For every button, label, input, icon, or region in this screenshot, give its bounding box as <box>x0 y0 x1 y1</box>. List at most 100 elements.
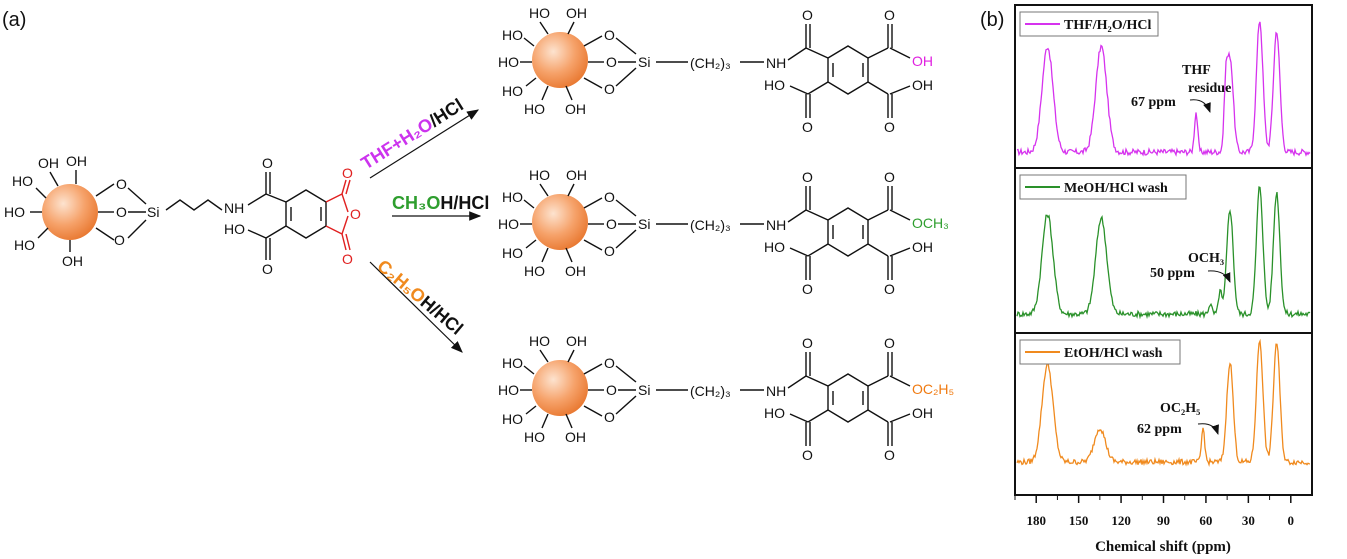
spectra <box>1016 19 1311 467</box>
x-tick-label: 180 <box>1026 513 1046 528</box>
reagent-meoh: CH₃O <box>392 193 440 213</box>
oh-label: OH <box>912 239 933 255</box>
ho-label: HO <box>224 221 245 237</box>
annotation-arrow <box>1207 270 1231 283</box>
reaction-arrows: THF+H₂O/HCl CH₃OH/HCl C₂H₅OH/HCl <box>358 95 489 353</box>
o-label: O <box>604 243 615 259</box>
oh-label: OH <box>566 167 587 183</box>
ho-label: HO <box>524 263 545 279</box>
ho-label: HO <box>764 405 785 421</box>
si-label: Si <box>638 216 650 232</box>
spectrum-line <box>1016 338 1311 467</box>
o-label: O <box>604 409 615 425</box>
o-label: O <box>604 27 615 43</box>
o-label: O <box>884 335 895 351</box>
panel-b-letter: (b) <box>980 9 1004 31</box>
propyl-chain-label: (CH₂)₃ <box>690 55 731 71</box>
legend-thf: THF/H₂O/HCl <box>1064 18 1152 33</box>
ester-group: OC₂H₅ <box>912 381 954 397</box>
ho-label: HO <box>498 54 519 70</box>
x-tick-label: 60 <box>1199 513 1212 528</box>
silica-sphere <box>532 360 588 416</box>
annotation: 50 ppm <box>1150 266 1195 281</box>
o-label: O <box>802 119 813 135</box>
nh-label: NH <box>766 217 786 233</box>
oh-label: OH <box>566 333 587 349</box>
annotation-arrow <box>1189 99 1211 113</box>
annotation: THF <box>1182 63 1211 78</box>
x-tick-label: 30 <box>1242 513 1255 528</box>
si-label: Si <box>147 204 159 220</box>
si-label: Si <box>638 54 650 70</box>
ho-label: HO <box>524 429 545 445</box>
o-label: O <box>802 7 813 23</box>
annotation: 62 ppm <box>1137 422 1182 437</box>
o-label: O <box>262 261 273 277</box>
o-label: O <box>802 335 813 351</box>
ho-label: HO <box>502 355 523 371</box>
nh-label: NH <box>766 55 786 71</box>
x-tick-label: 0 <box>1288 513 1295 528</box>
si-label: Si <box>638 382 650 398</box>
o-label: O <box>884 447 895 463</box>
oh-label: OH <box>565 429 586 445</box>
o-label: O <box>606 382 617 398</box>
ho-label: HO <box>4 204 25 220</box>
ho-label: HO <box>502 27 523 43</box>
annotation-arrow <box>1197 423 1219 435</box>
svg-text:CH₃OH/HCl: CH₃OH/HCl <box>392 193 489 213</box>
o-label: O <box>802 447 813 463</box>
o-label: O <box>262 155 273 171</box>
ho-label: HO <box>498 382 519 398</box>
annotation: residue <box>1188 81 1231 96</box>
ho-label: HO <box>502 245 523 261</box>
ho-label: HO <box>502 189 523 205</box>
o-label: O <box>604 189 615 205</box>
annotation: OC₂H₅ <box>1160 401 1200 416</box>
x-tick-label: 120 <box>1111 513 1131 528</box>
oh-label: OH <box>38 155 59 171</box>
ho-label: HO <box>498 216 519 232</box>
o-label: O <box>114 232 125 248</box>
o-label: O <box>884 7 895 23</box>
legend-meoh: MeOH/HCl wash <box>1064 181 1168 196</box>
o-label: O <box>884 119 895 135</box>
o-label: O <box>884 281 895 297</box>
ho-label: HO <box>502 83 523 99</box>
annotation: OCH₃ <box>1188 251 1224 266</box>
reagent-etoh: C₂H₅O <box>373 256 429 307</box>
oh-label: OH <box>66 153 87 169</box>
propyl-chain-label: (CH₂)₃ <box>690 383 731 399</box>
oh-label: OH <box>565 263 586 279</box>
silica-sphere <box>532 194 588 250</box>
ho-label: HO <box>764 77 785 93</box>
o-label: O <box>604 355 615 371</box>
oh-label: OH <box>912 77 933 93</box>
o-label: O <box>350 206 361 222</box>
panel-a-letter: (a) <box>2 9 26 31</box>
x-axis-label: Chemical shift (ppm) <box>1095 539 1231 555</box>
o-label: O <box>884 169 895 185</box>
reagent-meoh-acid: H/HCl <box>440 193 489 213</box>
oh-label: OH <box>566 5 587 21</box>
nh-label: NH <box>766 383 786 399</box>
o-label: O <box>802 169 813 185</box>
oh-label: OH <box>912 405 933 421</box>
ho-label: HO <box>529 167 550 183</box>
ho-label: HO <box>529 333 550 349</box>
starting-material: OH OH HO HO HO OH O O O Si NH O HO O <box>4 153 361 277</box>
ho-label: HO <box>14 237 35 253</box>
x-tick-label: 150 <box>1069 513 1089 528</box>
ester-group: OCH₃ <box>912 215 949 231</box>
ho-label: HO <box>764 239 785 255</box>
oh-label: OH <box>62 253 83 269</box>
arrow-thf <box>369 109 480 179</box>
spectrum-line <box>1016 21 1311 157</box>
o-label: O <box>606 216 617 232</box>
